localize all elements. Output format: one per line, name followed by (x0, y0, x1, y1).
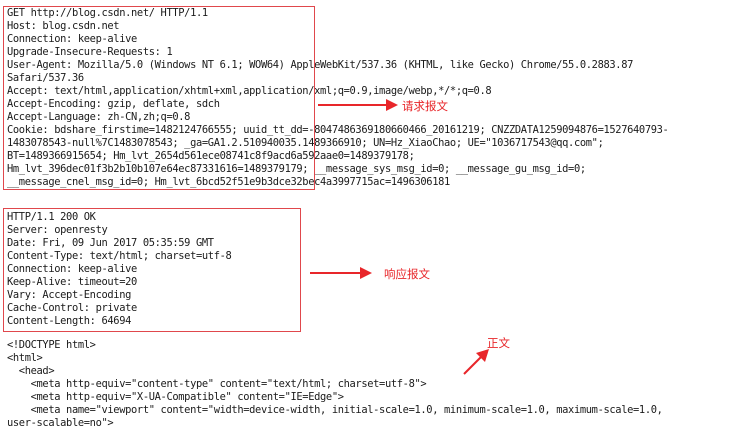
request-annotation: 请求报文 (402, 99, 448, 113)
status-line: HTTP/1.1 200 OK (7, 211, 96, 223)
response-header: Cache-Control: private (7, 302, 137, 314)
request-line: GET http://blog.csdn.net/ HTTP/1.1 (7, 7, 208, 19)
request-header: Host: blog.csdn.net (7, 20, 120, 32)
request-header: Hm_lvt_396dec01f3b2b10b107e64ec87331616=… (7, 163, 586, 175)
response-header: Connection: keep-alive (7, 263, 137, 275)
http-message-viewer: GET http://blog.csdn.net/ HTTP/1.1 Host:… (3, 6, 669, 429)
request-header: Accept-Encoding: gzip, deflate, sdch (7, 98, 220, 110)
response-header: Keep-Alive: timeout=20 (7, 276, 137, 288)
response-header: Content-Type: text/html; charset=utf-8 (7, 250, 232, 262)
body-line: <meta http-equiv="X-UA-Compatible" conte… (7, 391, 344, 403)
request-header: BT=1489366915654; Hm_lvt_2654d561ece0874… (7, 150, 415, 162)
request-highlight-box (3, 6, 315, 190)
body-line: <meta http-equiv="content-type" content=… (7, 378, 427, 390)
body-line: <html> (7, 352, 43, 364)
body-annotation: 正文 (487, 336, 510, 350)
request-header: Upgrade-Insecure-Requests: 1 (7, 46, 173, 58)
response-header: Content-Length: 64694 (7, 315, 132, 327)
request-header: Accept: text/html,application/xhtml+xml,… (7, 85, 492, 97)
request-arrow-icon (318, 99, 398, 111)
response-highlight-box (3, 208, 301, 332)
request-header: User-Agent: Mozilla/5.0 (Windows NT 6.1;… (7, 59, 634, 71)
request-header: Safari/537.36 (7, 72, 84, 84)
response-header: Server: openresty (7, 224, 108, 236)
request-header: __message_cnel_msg_id=0; Hm_lvt_6bcd52f5… (7, 176, 450, 188)
response-header: Date: Fri, 09 Jun 2017 05:35:59 GMT (7, 237, 214, 249)
body-line: <meta name="viewport" content="width=dev… (7, 404, 663, 416)
response-annotation: 响应报文 (384, 267, 430, 281)
body-line: <head> (7, 365, 55, 377)
request-header: 1483078543-null%7C1483078543; _ga=GA1.2.… (7, 137, 604, 149)
body-line: <!DOCTYPE html> (7, 339, 96, 351)
response-arrow-icon (310, 267, 372, 279)
request-header: Accept-Language: zh-CN,zh;q=0.8 (7, 111, 191, 123)
request-header: Connection: keep-alive (7, 33, 137, 45)
body-arrow-icon (463, 349, 489, 375)
response-header: Vary: Accept-Encoding (7, 289, 132, 301)
request-header: Cookie: bdshare_firstime=1482124766555; … (7, 124, 669, 136)
